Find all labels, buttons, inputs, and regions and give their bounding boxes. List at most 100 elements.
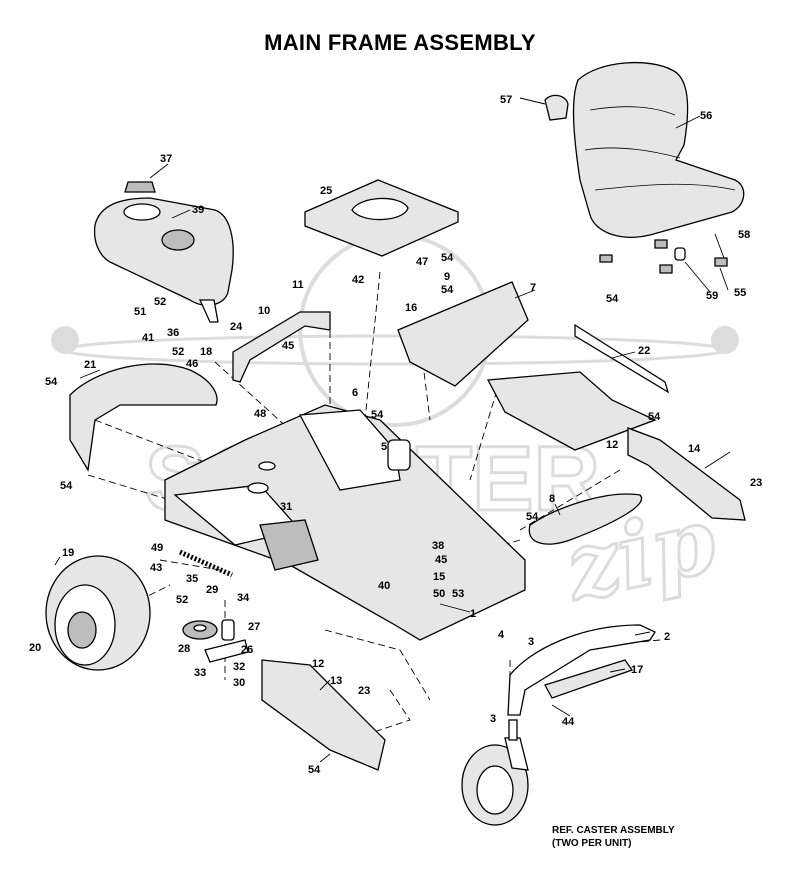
callout-4: 4 [498,629,505,641]
callout-40: 40 [378,580,390,592]
callout-38: 38 [432,540,444,552]
callout-54: 54 [526,511,539,523]
leader [609,668,626,673]
seat-stitch [584,147,681,159]
fuel-tank-neck [123,203,161,221]
callout-7: 7 [530,282,536,294]
callout-14: 14 [688,443,701,455]
fuel-tank-body [93,197,234,306]
seat-cap [544,94,569,121]
callout-12: 12 [312,658,324,670]
callout-2: 2 [664,631,670,643]
callout-54: 54 [308,764,321,776]
callout-37: 37 [160,153,172,165]
callout-53: 53 [452,588,464,600]
caster-rim [476,765,514,815]
diagram-title: MAIN FRAME ASSEMBLY [264,30,536,55]
callout-18: 18 [200,346,212,358]
fuel-tank-gauge [161,229,195,251]
callout-51: 51 [134,306,146,318]
callout-5: 5 [381,441,387,453]
assembly-line [159,559,221,571]
callout-21: 21 [84,359,96,371]
idler-arm [204,639,249,663]
callout-57: 57 [500,94,512,106]
belt-cover [528,493,643,545]
callout-54: 54 [441,252,454,264]
leader [171,209,191,219]
idler-pulley [182,619,249,663]
callout-35: 35 [186,573,198,585]
caster-wheel [461,719,529,826]
callout-28: 28 [178,643,190,655]
callout-22: 22 [638,345,650,357]
callout-26: 26 [241,644,253,656]
seat [544,62,745,274]
callout-49: 49 [151,542,163,554]
rear-hub [67,611,97,649]
leader [551,704,571,717]
callout-48: 48 [254,408,266,420]
callout-13: 13 [330,675,342,687]
callout-32: 32 [233,661,245,673]
callout-23: 23 [750,477,762,489]
callout-52: 52 [176,594,188,606]
callout-47: 47 [416,256,428,268]
callout-44: 44 [562,716,575,728]
callout-24: 24 [230,321,243,333]
callout-8: 8 [549,493,555,505]
callout-19: 19 [62,547,74,559]
callout-23: 23 [358,685,370,697]
leader [514,289,536,299]
callout-59: 59 [706,290,718,302]
callouts: 57 56 37 39 25 58 47 54 42 9 11 54 7 59 … [29,94,762,776]
callout-50: 50 [433,588,445,600]
leader [611,351,636,359]
seat-knob [714,257,728,267]
callout-16: 16 [405,302,417,314]
assembly-line [214,361,291,431]
frame-hole [258,461,276,471]
main-frame-channel [259,519,319,571]
callout-46: 46 [186,358,198,370]
seat-knob [654,239,668,249]
callout-3: 3 [490,713,496,725]
callout-20: 20 [29,642,41,654]
callout-27: 27 [248,621,260,633]
leader [554,503,561,516]
leader [519,97,546,105]
callout-56: 56 [700,110,712,122]
left-side-panel [69,363,218,472]
leader-lines [54,97,731,763]
assembly-line [87,474,171,501]
watermark-dot-left [51,326,79,354]
rear-wheel [45,555,151,671]
assembly-line [519,469,621,531]
assembly-line [364,271,381,421]
leader [54,556,61,566]
callout-3: 3 [528,636,534,648]
callout-12: 12 [606,439,618,451]
pulley-bore [193,624,207,632]
fuel-tank [93,181,234,323]
callout-45: 45 [282,340,294,352]
seat-knob [599,254,613,263]
leader [319,679,331,691]
caster-plate [544,659,634,699]
callout-10: 10 [258,305,270,317]
main-frame-body [164,404,526,641]
leader [714,233,725,259]
callout-54: 54 [606,293,619,305]
footrest-rail [574,323,670,394]
callout-42: 42 [352,274,364,286]
callout-54: 54 [441,284,454,296]
callout-30: 30 [233,677,245,689]
leader [704,451,731,469]
seat-cushion [572,62,745,238]
callout-54: 54 [45,376,58,388]
seat-stitch [589,106,676,116]
callout-33: 33 [194,667,206,679]
callout-52: 52 [172,346,184,358]
